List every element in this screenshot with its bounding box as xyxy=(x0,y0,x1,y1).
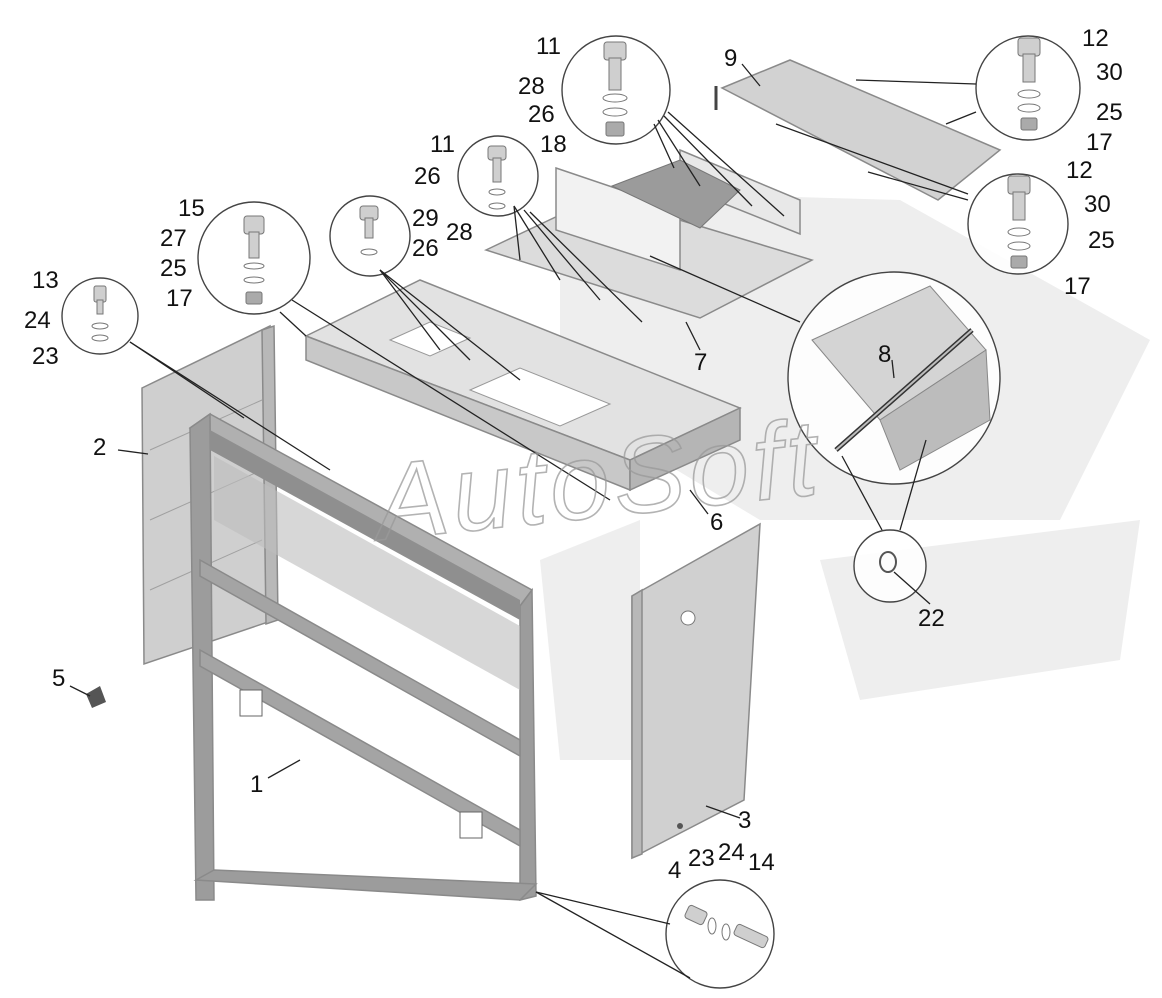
label-17-left: 17 xyxy=(166,285,193,312)
label-25-left: 25 xyxy=(160,255,187,282)
label-12-lower: 12 xyxy=(1066,157,1093,184)
label-11-mid: 11 xyxy=(430,131,455,158)
label-18: 18 xyxy=(540,131,567,158)
label-23-left: 23 xyxy=(32,343,59,370)
label-14: 14 xyxy=(748,849,775,876)
label-24-left: 24 xyxy=(24,307,51,334)
label-25-upper: 25 xyxy=(1096,99,1123,126)
label-30-lower: 30 xyxy=(1084,191,1111,218)
label-13: 13 xyxy=(32,267,59,294)
label-12-upper: 12 xyxy=(1082,25,1109,52)
label-part-8: 8 xyxy=(878,341,891,368)
label-30-upper: 30 xyxy=(1096,59,1123,86)
label-26-top: 26 xyxy=(528,101,555,128)
label-27: 27 xyxy=(160,225,187,252)
detail-circle-13-24-23 xyxy=(61,277,139,355)
leader-lines xyxy=(69,63,977,979)
label-28-top: 28 xyxy=(518,73,545,100)
label-22: 22 xyxy=(918,605,945,632)
label-part-6: 6 xyxy=(710,509,723,536)
label-part-7: 7 xyxy=(694,349,707,376)
top-deck-panel xyxy=(304,279,742,492)
label-17-upper: 17 xyxy=(1086,129,1113,156)
label-part-3: 3 xyxy=(738,807,751,834)
label-29: 29 xyxy=(412,205,439,232)
callout-labels: 2 1 3 5 6 7 8 9 11 28 26 18 11 26 28 29 … xyxy=(24,25,1123,884)
inner-deck-panel xyxy=(483,148,814,319)
label-part-1: 1 xyxy=(250,771,263,798)
detail-circle-12-30-25-17-upper xyxy=(975,35,1081,141)
label-part-5: 5 xyxy=(52,665,65,692)
gas-strut-detail xyxy=(811,285,991,471)
label-4-hinge: 4 xyxy=(668,857,681,884)
label-26-mid: 26 xyxy=(414,163,441,190)
label-part-9: 9 xyxy=(724,45,737,72)
label-25-lower: 25 xyxy=(1088,227,1115,254)
fastener-drawings xyxy=(91,37,1041,949)
label-11-top: 11 xyxy=(536,33,561,60)
label-15: 15 xyxy=(178,195,205,222)
front-frame xyxy=(188,412,538,901)
label-1-2: 2 xyxy=(93,434,106,461)
label-17-lower: 17 xyxy=(1064,273,1091,300)
detail-circle-12-30-25-17-lower xyxy=(967,173,1069,275)
small-clip xyxy=(86,686,106,708)
right-side-panel xyxy=(631,522,761,860)
label-23-hinge: 23 xyxy=(688,845,715,872)
top-small-plate xyxy=(714,59,1002,201)
label-24-hinge: 24 xyxy=(718,839,745,866)
label-28-mid: 28 xyxy=(446,219,473,246)
label-26-left: 26 xyxy=(412,235,439,262)
